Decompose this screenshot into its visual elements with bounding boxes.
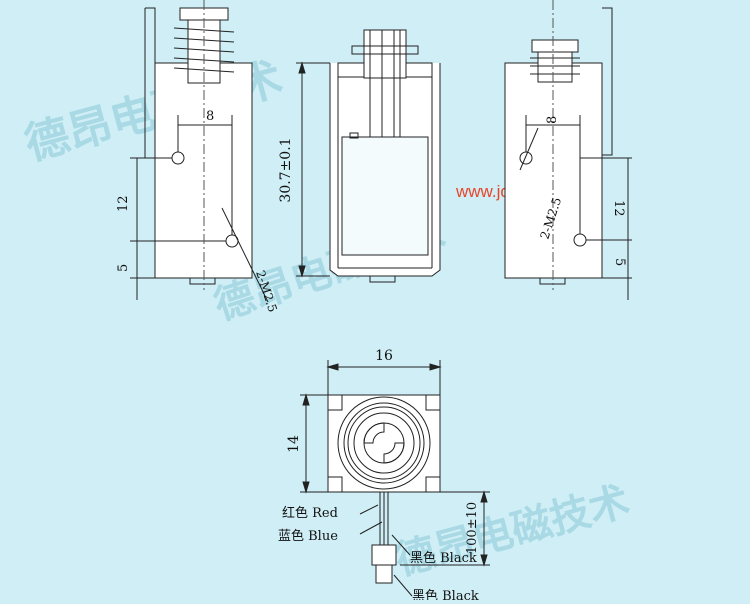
- right-bottom-label: 5: [612, 258, 627, 266]
- right-spacing-label: 12: [611, 200, 626, 217]
- left-width-label: 8: [206, 109, 214, 124]
- left-bottom-label: 5: [116, 264, 131, 272]
- lead-length-label: 100±10: [465, 502, 480, 554]
- wire-label-black-1: 黑色 Black: [410, 550, 477, 566]
- wire-label-black-2: 黑色 Black: [412, 588, 479, 600]
- center-height-label: 30.7±0.1: [278, 137, 294, 202]
- wire-label-blue: 蓝色 Blue: [278, 528, 338, 544]
- wire-label-red: 红色 Red: [282, 505, 338, 521]
- left-spacing-label: 12: [116, 195, 131, 212]
- bottom-width-label: 16: [375, 348, 393, 364]
- right-side-view: [504, 0, 632, 300]
- right-width-label: 8: [545, 116, 560, 124]
- center-front-view: [296, 29, 441, 283]
- left-side-view: [130, 0, 269, 303]
- bottom-view: [300, 360, 490, 597]
- bottom-height-label: 14: [286, 435, 302, 453]
- watermark-text-3: 德昂电磁技术: [391, 478, 635, 585]
